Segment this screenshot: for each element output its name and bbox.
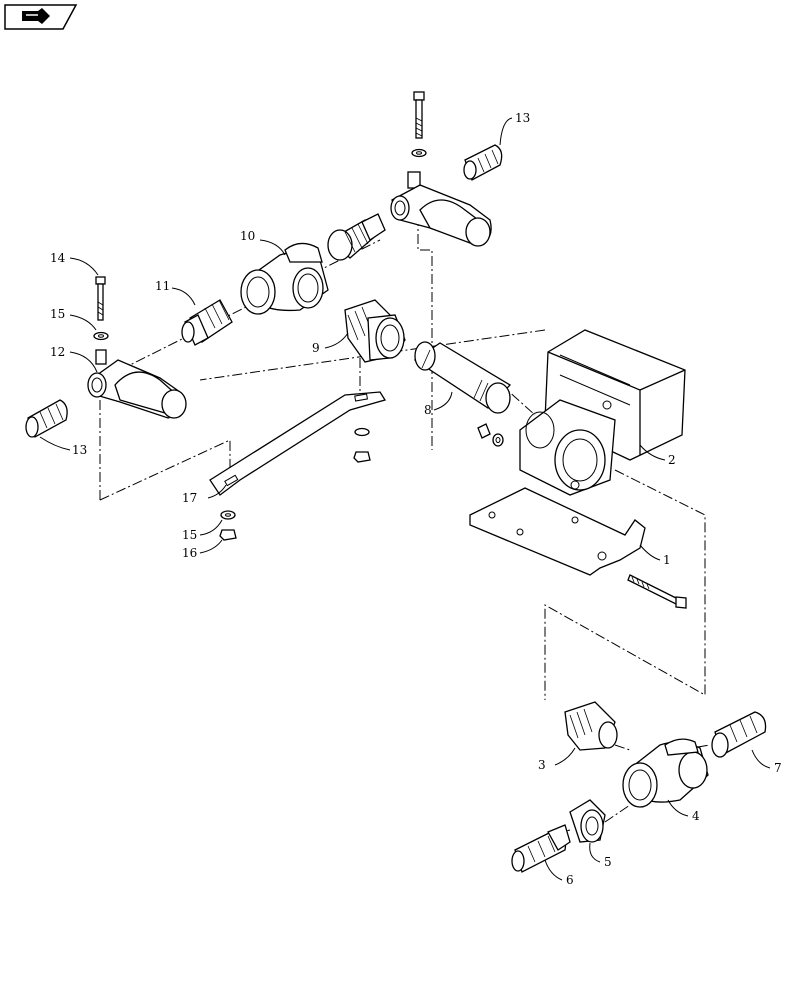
callout-6: 6 — [566, 873, 574, 887]
callout-9: 9 — [312, 341, 320, 355]
callout-8: 8 — [424, 403, 432, 417]
electric-valve-2 — [519, 329, 686, 496]
valve-body-top — [390, 171, 492, 247]
callout-7: 7 — [774, 761, 782, 775]
bolt-bracket — [627, 574, 687, 609]
nav-return-button[interactable] — [0, 0, 80, 32]
hex-bushing-5 — [569, 799, 606, 843]
callout-1: 1 — [663, 553, 671, 567]
pipe-nipple-8 — [413, 341, 512, 414]
callout-2: 2 — [668, 453, 676, 467]
hose-barb-6 — [511, 824, 571, 873]
tee-fitting-10 — [240, 242, 329, 315]
callout-17: 17 — [182, 491, 197, 505]
callout-11: 11 — [155, 279, 170, 293]
hex-nipple-top — [327, 213, 386, 261]
callout-leaders — [39, 117, 771, 881]
hose-barb-top — [463, 144, 503, 181]
bracket-strap-17 — [209, 391, 387, 496]
return-arrow-icon — [22, 8, 50, 24]
callout-13-left: 13 — [72, 443, 87, 457]
bolt-top — [411, 91, 427, 158]
nut-washer-small — [477, 423, 504, 447]
callout-16: 16 — [182, 546, 197, 560]
callout-12: 12 — [50, 345, 65, 359]
callout-10: 10 — [240, 229, 255, 243]
mounting-bracket-1 — [469, 487, 646, 576]
hex-nipple-3 — [564, 701, 618, 751]
valve-body-left — [87, 349, 187, 419]
callout-15-top: 15 — [50, 307, 65, 321]
washer-nut-strap — [219, 427, 371, 541]
alignment-lines — [99, 180, 711, 836]
callout-13-top: 13 — [515, 111, 530, 125]
callout-15-bottom: 15 — [182, 528, 197, 542]
bolt-left — [93, 276, 109, 341]
callout-5: 5 — [604, 855, 612, 869]
hose-barb-left — [25, 399, 68, 438]
callout-labels: 13 10 11 14 15 12 13 9 8 2 1 17 15 16 3 … — [50, 111, 782, 887]
callout-3: 3 — [538, 758, 546, 772]
callout-14: 14 — [50, 251, 66, 265]
tee-fitting-4 — [622, 738, 709, 808]
callout-4: 4 — [692, 809, 700, 823]
hose-barb-7 — [711, 711, 767, 758]
hex-nipple-11 — [181, 299, 233, 346]
hex-bushing-9 — [344, 299, 406, 363]
